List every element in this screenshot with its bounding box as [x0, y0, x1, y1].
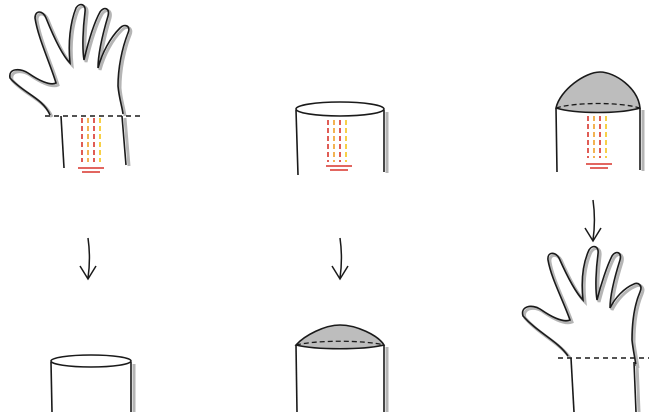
wrist-right-edge [121, 115, 127, 166]
stump-open [295, 101, 389, 176]
vessels [586, 116, 612, 169]
arrow-left [79, 237, 97, 281]
arrow-right [584, 199, 602, 243]
stump-open-rim [295, 101, 385, 117]
regrown-hand-outline [521, 245, 642, 367]
hand-regrown [521, 245, 649, 412]
vessels [78, 118, 104, 173]
wrist-right-shadow [123, 117, 131, 167]
cap-dome [555, 71, 641, 114]
stump-plain-rim [50, 354, 132, 368]
stump-capped [555, 71, 645, 173]
hand-original [9, 3, 140, 173]
wrist-left-edge [60, 115, 65, 169]
hand-outline [9, 3, 130, 116]
vessels [326, 120, 352, 171]
stump-plain [50, 354, 136, 412]
stump-domed [294, 324, 389, 412]
regrown-hand-shadow [523, 247, 645, 369]
cap-base-dashed [555, 102, 641, 109]
hand-shadow [10, 5, 133, 118]
dome [294, 324, 386, 350]
dome-base-dashed [295, 340, 385, 346]
arrow-middle [331, 237, 349, 281]
